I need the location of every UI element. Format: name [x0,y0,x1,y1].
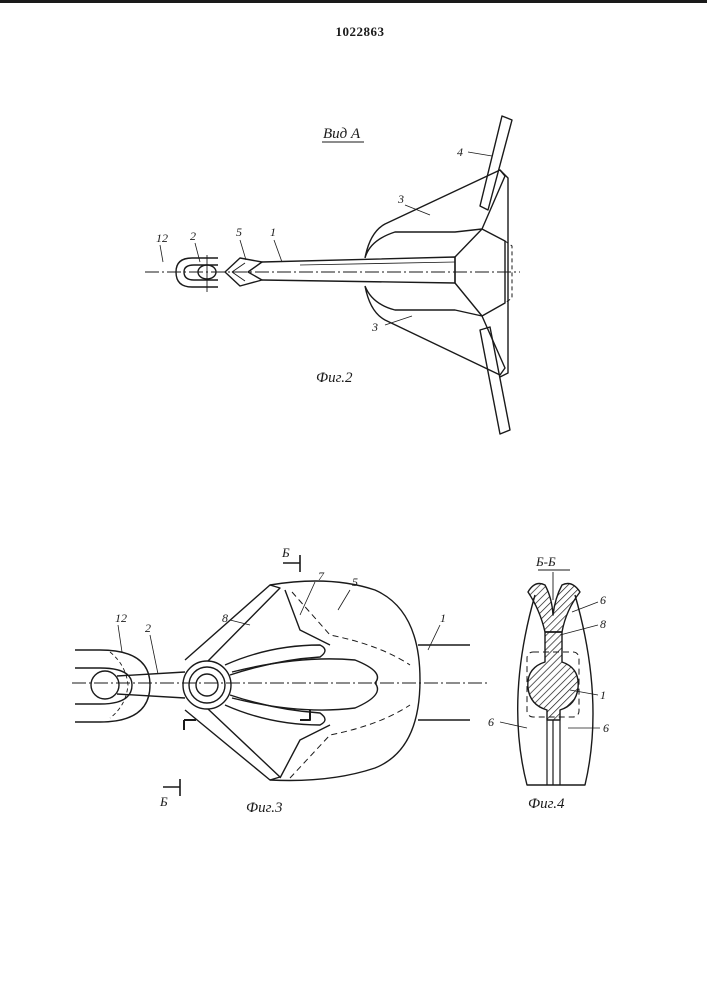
fig4-label-6-top: 6 [600,593,606,607]
fig2-caption: Фиг.2 [316,370,353,386]
fig3-pin [196,674,218,696]
fig2-label-1: 1 [270,225,276,239]
fig3-shackle-eye [91,671,119,699]
fig3-rib-hidden-lower [290,705,410,778]
fig3-label-12: 12 [115,611,127,625]
fig2-label-5: 5 [236,225,242,239]
fig4-label-1: 1 [600,688,606,702]
fig2-fluke-lower [365,286,505,375]
fig2-fluke-upper [365,170,505,258]
fig3-label-2: 2 [145,621,151,635]
fig2-crown [455,229,505,316]
fig3-ring-outer [183,661,231,709]
fig4-label-6-right: 6 [603,721,609,735]
fig4-fork-hatched [528,584,580,632]
fig2-label-3-upper: 3 [397,192,404,206]
figure-2 [145,116,520,434]
fig3-arm-middle [232,659,378,710]
fig3-section-mark-bottom: Б [159,794,168,809]
fig3-caption: Фиг.3 [246,800,282,816]
fig3-fluke-edge-upper [185,585,280,661]
fig4-label-6-left: 6 [488,715,494,729]
fig2-shank-edge [300,262,455,265]
fig3-section-mark-top: Б [281,545,290,560]
fig3-label-8: 8 [222,611,228,625]
fig2-shank [262,257,455,283]
fig3-fluke-edge-lower [185,709,280,780]
fig3-rib-hidden-upper [292,592,410,665]
fig3-shackle-outer [75,650,150,722]
fig3-shank [418,645,470,720]
fig4-caption: Фиг.4 [528,796,565,812]
fig4-shank-section-hatched [528,632,578,720]
fig2-stock-lower [480,327,510,434]
fig3-label-5: 5 [352,575,358,589]
figure-3 [72,555,490,796]
fig2-label-3-lower: 3 [371,320,378,334]
fig3-link [117,672,185,698]
fig4-label-8: 8 [600,617,606,631]
fig2-fluke-back-edge [500,170,508,377]
fig3-corner-mark-left [184,720,196,730]
fig4-web [547,720,560,785]
fig4-section-title: Б-Б [535,554,556,569]
fig2-label-4: 4 [457,145,463,159]
fig2-shackle [176,258,218,287]
fig2-view-title: Вид А [323,126,361,142]
fig2-label-12: 12 [156,231,168,245]
fig2-label-2: 2 [190,229,196,243]
fig3-label-7: 7 [318,569,325,583]
fig3-label-1: 1 [440,611,446,625]
figure-4 [500,570,600,785]
